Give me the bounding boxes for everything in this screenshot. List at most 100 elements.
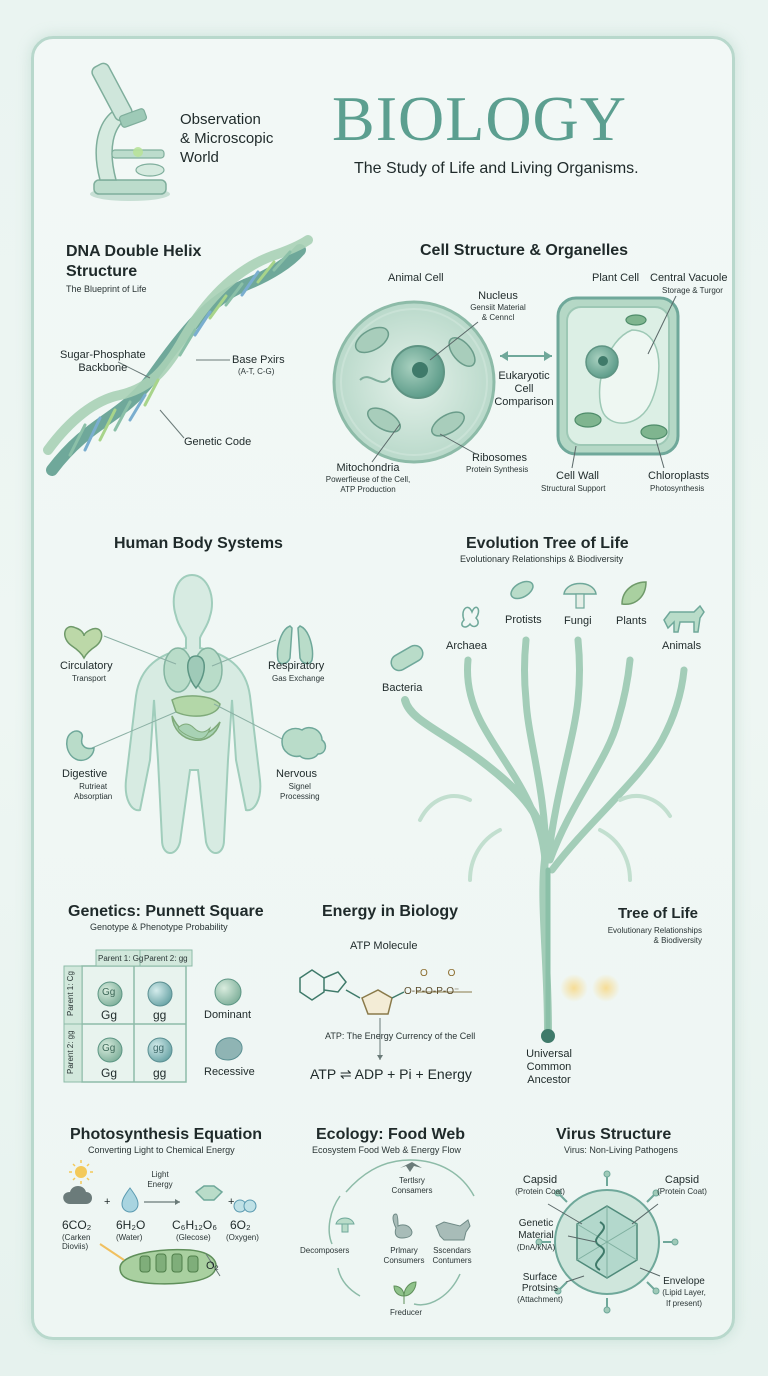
chloroplast-icon — [99, 1243, 221, 1285]
parent1-header: Parent 1: Gg — [98, 954, 144, 963]
co2-sub2: Dioviis) — [62, 1242, 89, 1251]
secondary-label: Sscendars Contumers — [432, 1246, 471, 1266]
co2-sub1: (Carken — [62, 1233, 91, 1242]
genetic-line2: Material — [518, 1230, 554, 1241]
surface-line1: Surface — [522, 1272, 558, 1283]
side-parent1: Parent 1: Cg — [66, 971, 75, 1016]
o2-sub: (Oxygen) — [226, 1233, 259, 1242]
co2-sub: (Carken Dioviis) — [62, 1233, 90, 1251]
recessive-label: Recessive — [204, 1066, 255, 1078]
water-drop-icon — [121, 1187, 139, 1213]
base-pairs-label: Base Pxirs — [232, 354, 285, 366]
fungi-label: Fungi — [564, 615, 592, 627]
virus-subtitle: Virus: Non-Living Pathogens — [564, 1145, 678, 1155]
nucleus-label: Nucleus — [478, 290, 518, 302]
atp-caption: ATP: The Energy Currency of the Cell — [325, 1031, 476, 1041]
capsid-right-sub: (Protein Coat) — [657, 1187, 707, 1196]
plant-cell-label: Plant Cell — [592, 272, 640, 284]
animal-cell-label: Animal Cell — [388, 272, 444, 284]
primary-label: Prlmary Consumers — [384, 1246, 425, 1266]
nervous-sub1: Signel — [288, 782, 311, 791]
genetic-line1: Genetic — [518, 1218, 554, 1229]
rabbit-icon — [392, 1213, 413, 1239]
digestive-sub1: Rutrieat — [79, 782, 108, 791]
eukaryotic-line3: Comparison — [494, 396, 554, 408]
backbone-line2: Backbone — [78, 362, 128, 374]
stomach-icon — [65, 730, 95, 762]
digestive-sub2: Absorptian — [74, 792, 113, 801]
punnett-cell-4: gg — [153, 1066, 167, 1080]
digestive-label: Digestive — [62, 768, 108, 780]
light-line2: Energy — [147, 1180, 173, 1189]
secondary-line2: Contumers — [432, 1256, 472, 1265]
h2o-sub: (Water) — [116, 1233, 143, 1242]
glucose-sub: (Glecose) — [176, 1233, 211, 1242]
ball-label-1: Gg — [102, 987, 116, 998]
punnett-cell-3: Gg — [101, 1066, 118, 1080]
capsid-left-label: Capsid — [522, 1174, 558, 1186]
co2-cloud-icon — [63, 1186, 92, 1204]
body-section-title: Human Body Systems — [114, 535, 283, 552]
sun-icon — [69, 1160, 93, 1184]
sprout-icon — [393, 1281, 417, 1304]
observation-label: Observation & Microscopic World — [180, 110, 273, 167]
page-subtitle: The Study of Life and Living Organisms. — [354, 160, 639, 177]
ribosomes-label: Ribosomes — [472, 452, 528, 464]
phosphate-chain: O O — [420, 968, 457, 979]
genetics-subtitle: Genotype & Phenotype Probability — [90, 922, 228, 932]
ball-label-3: Gg — [102, 1043, 116, 1054]
cell-wall-sub: Structural Support — [541, 484, 606, 493]
archaea-icon — [461, 606, 480, 628]
genetic-material-label: Genetic Material (DnA/kNA) — [517, 1218, 555, 1254]
nucleus-sub1: Gensiit Material — [470, 303, 526, 312]
backbone-line1: Sugar-Phosphate — [60, 349, 146, 361]
microscope-icon — [90, 62, 170, 201]
dna-subtitle: The Blueprint of Life — [66, 284, 147, 294]
producer-label: Freducer — [390, 1308, 423, 1317]
evolution-subtitle: Evolutionary Relationships & Biodiversit… — [460, 554, 624, 564]
dna-section-title: DNA Double Helix Structure — [66, 242, 201, 282]
nervous-sub: Signel Processing — [280, 782, 320, 802]
tertiary-line1: Tertlsry — [399, 1176, 425, 1185]
punnett-cell-1: Gg — [101, 1008, 118, 1022]
circulatory-sub: Transport — [72, 674, 106, 683]
ribosomes-sub: Protein Synthesis — [466, 465, 529, 474]
punnett-cell-2: gg — [153, 1008, 167, 1022]
envelope-line3: If present) — [665, 1299, 702, 1308]
digestive-sub: Rutrieat Absorptian — [74, 782, 112, 802]
o2-output-label: O₂ — [206, 1260, 219, 1272]
nucleus-sub2: & Cenncl — [481, 313, 515, 322]
tree-sub2: & Biodiversity — [653, 936, 702, 945]
archaea-label: Archaea — [446, 640, 487, 652]
mushroom-decomposer-icon — [335, 1217, 355, 1233]
chloroplasts-label: Chloroplasts — [648, 470, 710, 482]
base-pairs-sub: (A-T, C-G) — [238, 367, 275, 376]
h2o-formula: 6H₂O — [116, 1218, 146, 1232]
fox-icon — [663, 604, 705, 633]
genetics-section-title: Genetics: Punnett Square — [68, 903, 264, 920]
genetic-line3: (DnA/kNA) — [516, 1243, 556, 1252]
parent2-header: Parent 2: gg — [144, 954, 188, 963]
glucose-formula: C₆H₁₂O₆ — [172, 1218, 218, 1232]
evolution-section-title: Evolution Tree of Life — [466, 535, 629, 552]
energy-section-title: Energy in Biology — [322, 903, 459, 920]
capsid-left-sub: (Protein Coat) — [515, 1187, 565, 1196]
phosphate-group: O-P-O-P-O⁻ — [404, 986, 460, 997]
ancestor-label: Universal Common Ancestor — [526, 1048, 572, 1087]
eagle-icon — [400, 1162, 422, 1172]
mitochondria-label: Mitochondria — [336, 462, 400, 474]
ball-label-4: gg — [153, 1043, 165, 1054]
eukaryotic-line1: Eukaryotic — [498, 370, 550, 382]
animals-label: Animals — [662, 640, 702, 652]
animal-cell-icon — [332, 300, 496, 464]
nervous-sub2: Processing — [280, 792, 320, 801]
atp-equation: ATP ⇌ ADP + Pi + Energy — [310, 1066, 472, 1082]
central-vacuole-sub: Storage & Turgor — [662, 286, 723, 295]
capsid-right-label: Capsid — [664, 1174, 700, 1186]
dominant-label: Dominant — [204, 1009, 252, 1021]
leaf-icon — [621, 581, 647, 605]
cell-section-title: Cell Structure & Organelles — [420, 242, 629, 259]
envelope-label: Envelope (Lipid Layer, If present) — [662, 1276, 706, 1309]
